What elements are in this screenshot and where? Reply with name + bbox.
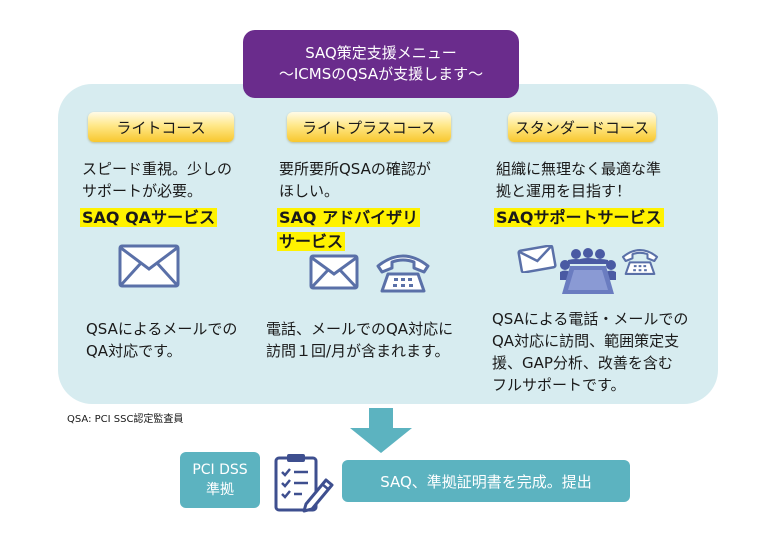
banner-title: SAQ策定支援メニュー [305, 44, 457, 62]
course-standard-desc: 組織に無理なく最適な準拠と運用を目指す！ [496, 160, 662, 200]
telephone-icon [621, 249, 659, 275]
telephone-icon [376, 254, 430, 293]
banner-subtitle: ～ICMSのQSAが支援します～ [278, 65, 484, 83]
qsa-footnote: QSA: PCI SSC認定監査員 [67, 414, 184, 425]
course-standard-title: スタンダードコース [508, 112, 656, 142]
checklist-icon [274, 454, 334, 513]
envelope-icon [517, 245, 557, 273]
down-arrow-icon [350, 408, 412, 453]
course-lightplus-service: SAQ アドバイザリ サービス [277, 208, 421, 251]
saq-submission-box: SAQ、準拠証明書を完成。提出 [342, 460, 630, 502]
course-light-title: ライトコース [88, 112, 234, 142]
course-standard-service: SAQサポートサービス [494, 208, 664, 227]
meeting-icon [560, 248, 616, 294]
course-lightplus-desc: 要所要所QSAの確認がほしい。 [279, 160, 431, 200]
envelope-icon [309, 254, 359, 290]
course-light-desc: スピード重視。少しのサポートが必要。 [82, 160, 233, 200]
menu-banner: SAQ策定支援メニュー ～ICMSのQSAが支援します～ [243, 30, 519, 98]
course-lightplus-detail: 電話、メールでのQA対応に訪問１回/月が含まれます。 [266, 320, 454, 360]
pci-dss-compliance-box: PCI DSS 準拠 [180, 452, 260, 508]
course-lightplus-title: ライトプラスコース [287, 112, 451, 142]
envelope-icon [118, 244, 180, 288]
course-light-service: SAQ QAサービス [80, 208, 218, 227]
